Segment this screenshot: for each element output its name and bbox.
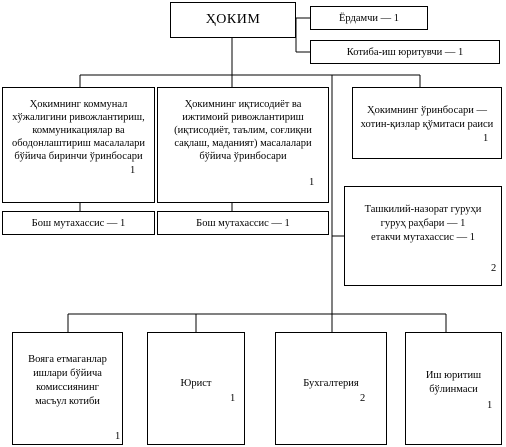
deputy-2-count: 1 — [309, 177, 315, 188]
inspection-line-2: гуруҳ раҳбари — 1 — [380, 218, 466, 229]
deputy-box-3: Ҳокимнинг ўринбосари — хотин-қизлар қўми… — [352, 87, 502, 159]
unit-3-line-1: Бухгалтерия — [303, 378, 359, 389]
specialist-box-1: Бош мутахассис — 1 — [2, 211, 155, 235]
unit-1-line-1: Вояга етмаганлар — [28, 354, 107, 365]
unit-box-1: Вояга етмаганлар ишлари бўйича комиссиян… — [12, 332, 123, 445]
deputy-1-count: 1 — [130, 165, 136, 176]
inspection-line-1: Ташкилий-назорат гуруҳи — [364, 204, 482, 215]
deputy-3-line-2: хотин-қизлар қўмитаси раиси — [360, 119, 494, 130]
deputy-box-2: Ҳокимнинг иқтисодиёт ва ижтимоий ривожла… — [157, 87, 329, 203]
deputy-1-line-5: бўйича биринчи ўринбосари — [14, 151, 143, 162]
deputy-2-line-5: бўйича ўринбосари — [199, 151, 287, 162]
unit-1-line-4: масъул котиби — [35, 396, 100, 407]
unit-box-4: Иш юритиш бўлинмаси 1 — [405, 332, 502, 445]
specialist-2-label: Бош мутахассис — 1 — [196, 218, 290, 229]
specialist-box-2: Бош мутахассис — 1 — [157, 211, 329, 235]
head-box: ҲОКИМ — [170, 2, 296, 38]
deputy-3-line-1: Ҳокимнинг ўринбосари — — [366, 105, 488, 116]
deputy-1-line-3: коммуникациялар ва — [32, 125, 125, 136]
deputy-1-line-1: Ҳокимнинг коммунал — [29, 99, 128, 110]
unit-2-line-1: Юрист — [180, 378, 212, 389]
unit-1-count: 1 — [115, 431, 121, 442]
deputy-2-line-4: сақлаш, маданият) масалалари — [174, 138, 312, 149]
inspection-count: 2 — [491, 263, 497, 274]
unit-1-line-2: ишлари бўйича — [33, 368, 102, 379]
deputy-1-line-4: ободонлаштириш масалалари — [11, 138, 146, 149]
unit-box-2: Юрист 1 — [147, 332, 245, 445]
unit-1-line-3: комиссиянинг — [36, 382, 99, 393]
head-title: ҲОКИМ — [205, 12, 261, 27]
assistant-label: Ёрдамчи — 1 — [338, 13, 400, 24]
deputy-2-line-1: Ҳокимнинг иқтисодиёт ва — [184, 99, 302, 110]
deputy-2-line-3: (иқтисодиёт, таълим, соғлиқни — [174, 125, 312, 136]
unit-3-count: 2 — [360, 393, 366, 404]
deputy-3-count: 1 — [483, 133, 489, 144]
inspection-line-3: етакчи мутахассис — 1 — [371, 232, 475, 243]
deputy-2-line-2: ижтимоий ривожлантириш — [182, 112, 304, 123]
inspection-group-box: Ташкилий-назорат гуруҳи гуруҳ раҳбари — … — [344, 186, 502, 286]
unit-4-line-2: бўлинмаси — [429, 384, 478, 395]
secretary-label: Котиба-иш юритувчи — 1 — [346, 47, 464, 58]
deputy-1-line-2: хўжалигини ривожлантириш, — [12, 112, 145, 123]
unit-4-line-1: Иш юритиш — [425, 370, 482, 381]
unit-box-3: Бухгалтерия 2 — [275, 332, 387, 445]
specialist-1-label: Бош мутахассис — 1 — [31, 218, 126, 229]
unit-4-count: 1 — [487, 400, 493, 411]
unit-2-count: 1 — [230, 393, 236, 404]
secretary-box: Котиба-иш юритувчи — 1 — [310, 40, 500, 64]
deputy-box-1: Ҳокимнинг коммунал хўжалигини ривожланти… — [2, 87, 155, 203]
assistant-box: Ёрдамчи — 1 — [310, 6, 428, 30]
